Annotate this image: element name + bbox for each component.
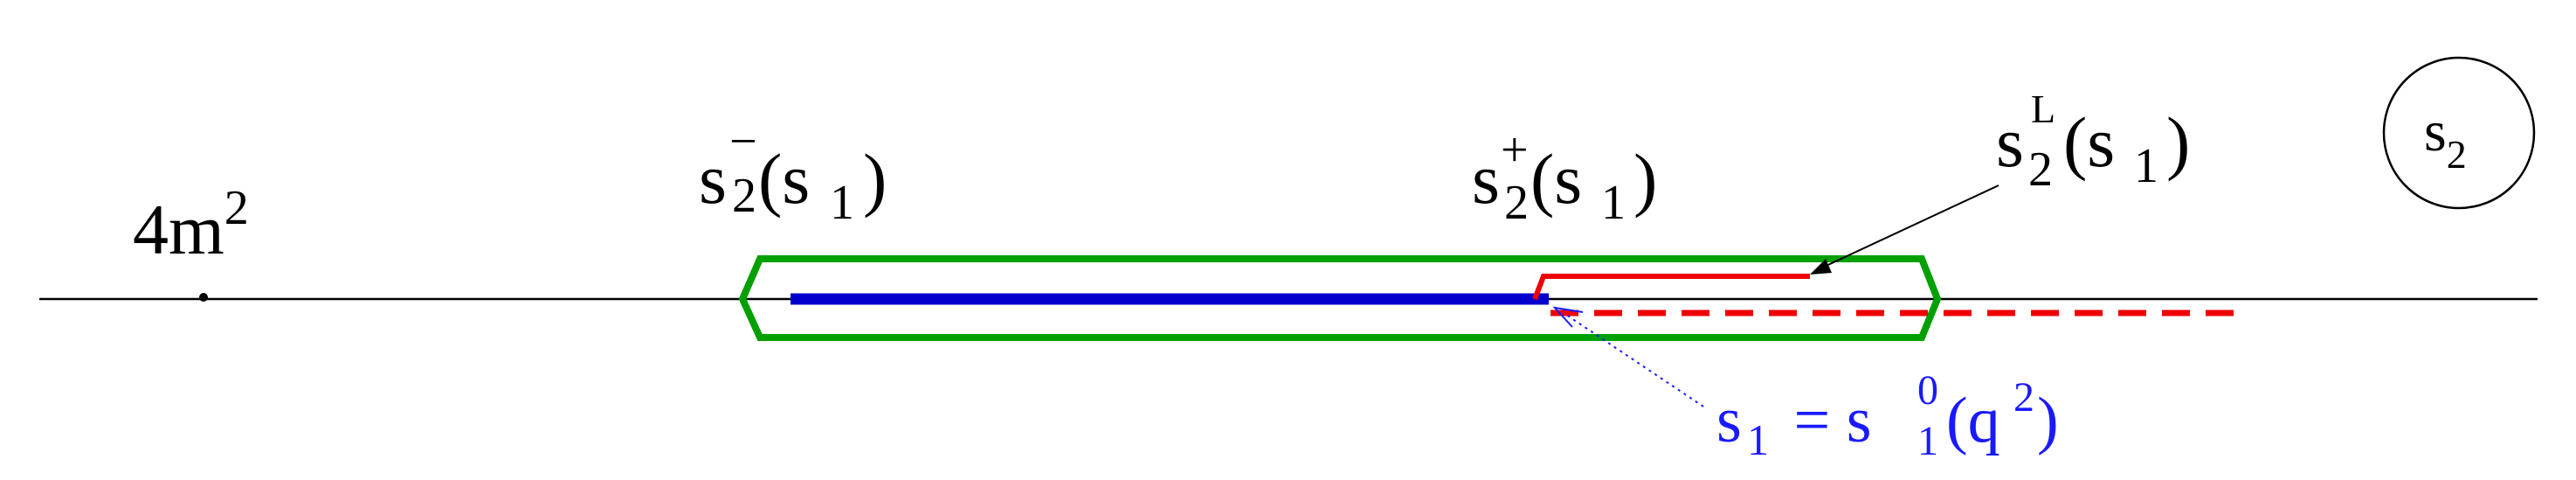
red-path	[1532, 274, 1810, 301]
threshold-point	[199, 293, 208, 302]
plane-label-circle	[2382, 56, 2536, 210]
s2L-arrow	[1818, 184, 1999, 270]
s2L-arrowhead	[1810, 259, 1832, 275]
integration-contour	[738, 255, 1942, 341]
threshold-label: 4m2	[133, 181, 249, 269]
plane-label: s2	[2424, 100, 2467, 177]
s1-arrowhead	[1552, 306, 1584, 328]
s1-dotted-arrow	[1563, 312, 1704, 407]
